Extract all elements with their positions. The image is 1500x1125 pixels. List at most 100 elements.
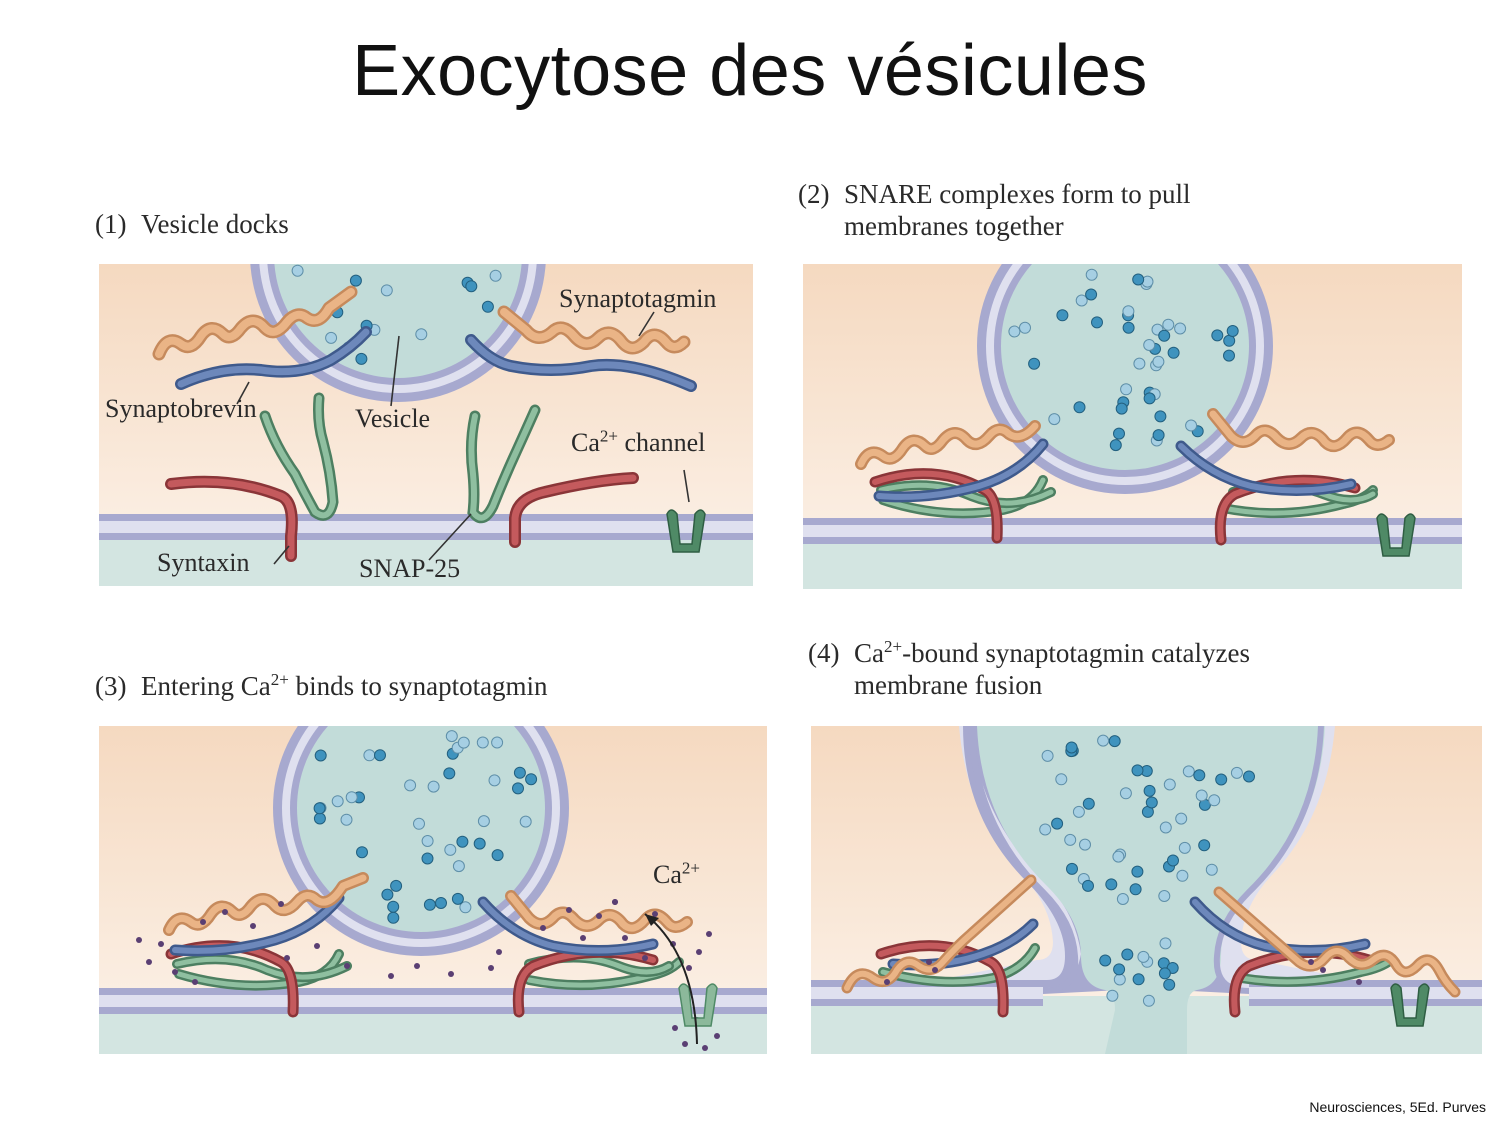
neurotransmitter-dot xyxy=(1243,770,1255,783)
neurotransmitter-dot xyxy=(457,736,470,749)
label-synaptobrevin: Synaptobrevin xyxy=(105,394,257,423)
neurotransmitter-molecules xyxy=(1008,268,1239,452)
panel-3-illustration xyxy=(99,726,767,1054)
neurotransmitter-dot xyxy=(1113,427,1125,440)
neurotransmitter-dot xyxy=(1073,401,1086,414)
neurotransmitter-dot xyxy=(1120,383,1133,396)
neurotransmitter-dot xyxy=(465,280,478,293)
snare-complex-left xyxy=(163,872,369,1018)
neurotransmitter-dot xyxy=(1065,741,1078,754)
neurotransmitter-dot xyxy=(1079,838,1091,851)
neurotransmitter-dot xyxy=(1121,948,1134,961)
snare-complex-right xyxy=(1189,886,1461,1018)
panel-1-vesicle-docks: Synaptotagmin Synaptobrevin Vesicle Ca2+… xyxy=(99,264,753,586)
neurotransmitter-dot xyxy=(387,900,400,913)
neurotransmitter-dot xyxy=(1174,322,1187,335)
neurotransmitter-dot xyxy=(512,782,524,795)
neurotransmitter-dot xyxy=(1226,325,1239,337)
neurotransmitter-dot xyxy=(1145,796,1158,809)
calcium-channel xyxy=(666,509,706,553)
neurotransmitter-dot xyxy=(1122,321,1135,334)
calcium-ions xyxy=(884,959,1362,985)
neurotransmitter-dot xyxy=(427,780,440,793)
neurotransmitter-dot xyxy=(1215,773,1228,786)
calcium-channel xyxy=(678,983,718,1027)
neurotransmitter-dot xyxy=(1208,794,1221,807)
panel-4-caption: (4)Ca2+-bound synaptotagmin catalyzes me… xyxy=(808,637,1250,700)
neurotransmitter-dot xyxy=(1154,410,1167,423)
snare-complex-left xyxy=(855,420,1056,544)
neurotransmitter-dot xyxy=(404,779,417,792)
neurotransmitter-dot xyxy=(1019,321,1031,334)
neurotransmitter-dot xyxy=(421,852,434,865)
neurotransmitter-dot xyxy=(1163,778,1176,791)
neurotransmitter-dot xyxy=(519,815,532,828)
neurotransmitter-dot xyxy=(1115,402,1128,415)
neurotransmitter-dot xyxy=(1097,734,1110,747)
neurotransmitter-dot xyxy=(1162,318,1175,331)
neurotransmitter-dot xyxy=(1082,797,1095,810)
neurotransmitter-dot xyxy=(325,331,338,344)
neurotransmitter-dot xyxy=(291,264,304,277)
panel-1-illustration xyxy=(99,264,753,586)
label-calcium-ions: Ca2+ xyxy=(653,858,700,889)
neurotransmitter-molecules xyxy=(291,264,502,365)
neurotransmitter-dot xyxy=(445,730,458,743)
neurotransmitter-dot xyxy=(444,843,457,856)
neurotransmitter-dot xyxy=(452,860,465,873)
neurotransmitter-dot xyxy=(355,352,368,365)
neurotransmitter-dot xyxy=(1193,769,1206,782)
neurotransmitter-dot xyxy=(1158,967,1171,980)
panel-2-caption: (2)SNARE complexes form to pull membrane… xyxy=(798,179,1191,241)
neurotransmitter-dot xyxy=(1132,273,1145,286)
snare-complex-right xyxy=(477,890,693,1018)
neurotransmitter-dot xyxy=(1008,325,1021,338)
neurotransmitter-dot xyxy=(1159,821,1172,834)
neurotransmitter-dot xyxy=(381,888,394,901)
neurotransmitter-dot xyxy=(340,813,353,826)
neurotransmitter-molecules xyxy=(1039,734,1255,905)
neurotransmitter-dot xyxy=(513,766,526,779)
neurotransmitter-molecules xyxy=(313,730,538,924)
neurotransmitter-dot xyxy=(1167,346,1180,359)
neurotransmitter-dot xyxy=(313,802,326,815)
neurotransmitter-dot xyxy=(356,846,368,859)
panel-1-caption: (1)Vesicle docks xyxy=(95,209,289,239)
neurotransmitter-dot xyxy=(1142,994,1155,1007)
neurotransmitter-dot xyxy=(459,901,472,914)
neurotransmitter-dot xyxy=(1055,773,1068,786)
neurotransmitter-dot xyxy=(1167,854,1179,867)
neurotransmitter-dot xyxy=(435,897,447,909)
neurotransmitter-dot xyxy=(1178,841,1191,854)
panel-4-illustration xyxy=(811,726,1482,1054)
panel-4-membrane-fusion xyxy=(811,726,1482,1054)
neurotransmitter-dot xyxy=(1131,865,1144,878)
neurotransmitter-dot xyxy=(1211,329,1224,342)
neurotransmitter-dot xyxy=(1133,357,1146,370)
neurotransmitter-dot xyxy=(491,736,504,749)
snare-complex-right xyxy=(1175,408,1395,546)
neurotransmitter-dot xyxy=(477,815,490,828)
neurotransmitter-dot xyxy=(387,911,400,924)
neurotransmitter-dot xyxy=(1048,413,1061,426)
neurotransmitter-dot xyxy=(1122,305,1135,318)
neurotransmitter-dot xyxy=(1163,978,1176,991)
neurotransmitter-dot xyxy=(1129,883,1142,896)
neurotransmitter-dot xyxy=(1106,989,1119,1002)
neurotransmitter-dot xyxy=(1176,869,1189,882)
neurotransmitter-dot xyxy=(390,879,403,892)
neurotransmitter-dot xyxy=(1028,357,1041,370)
label-vesicle: Vesicle xyxy=(355,404,431,433)
panel-2-illustration xyxy=(803,264,1462,589)
neurotransmitter-dot xyxy=(421,835,434,847)
source-credit: Neurosciences, 5Ed. Purves xyxy=(1309,1099,1486,1115)
neurotransmitter-dot xyxy=(488,774,501,787)
neurotransmitter-dot xyxy=(476,736,489,749)
panel-3-calcium-binding: Ca2+ xyxy=(99,726,767,1054)
neurotransmitter-dot xyxy=(1116,893,1129,905)
released-neurotransmitter xyxy=(1099,937,1179,1007)
neurotransmitter-dot xyxy=(1091,316,1103,329)
neurotransmitter-dot xyxy=(1158,329,1171,342)
neurotransmitter-dot xyxy=(1041,749,1054,762)
neurotransmitter-dot xyxy=(489,269,502,282)
